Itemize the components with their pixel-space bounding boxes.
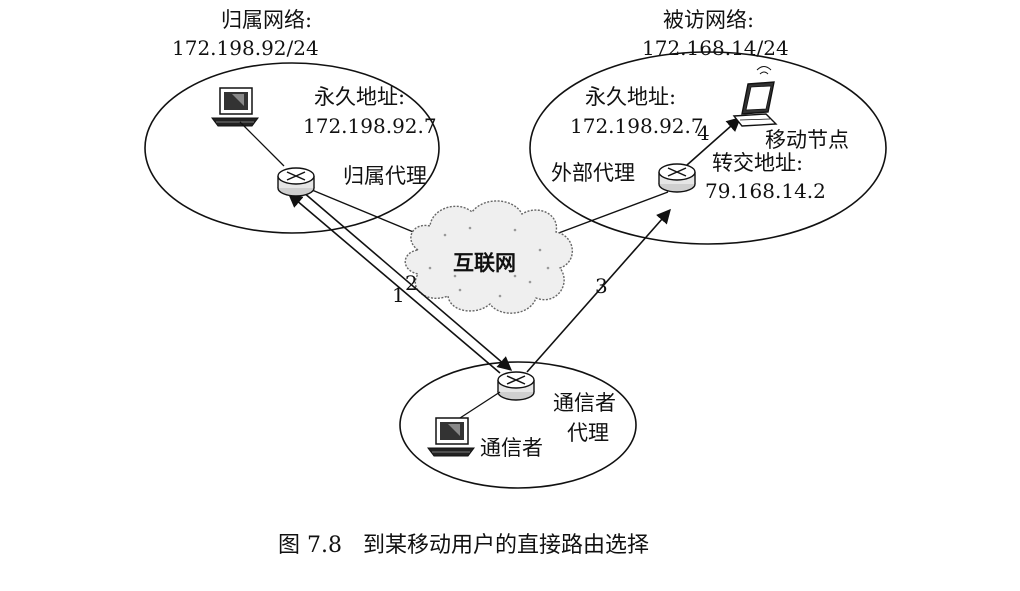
visited-network-subnet: 172.168.14/24 — [642, 36, 789, 60]
correspondent-host-label: 通信者 — [480, 436, 543, 460]
correspondent-host-desktop-icon — [428, 418, 474, 456]
step1-label: 1 — [392, 283, 405, 307]
visited-network-title: 被访网络: — [663, 8, 754, 32]
mobile-node-label: 移动节点 — [765, 128, 849, 152]
step4-label: 4 — [697, 121, 710, 145]
figure-caption: 图 7.8 到某移动用户的直接路由选择 — [278, 533, 649, 558]
home-permanent-address: 172.198.92.7 — [303, 114, 437, 138]
foreign-agent-router-icon — [659, 164, 695, 192]
home-agent-router-icon — [278, 168, 314, 196]
correspondent-host-link — [460, 392, 500, 418]
visited-permanent-address-label: 永久地址: — [585, 85, 676, 109]
correspondent-agent-label-line2: 代理 — [567, 421, 609, 445]
foreign-agent-label: 外部代理 — [551, 161, 635, 185]
correspondent-agent-label-line1: 通信者 — [553, 391, 616, 415]
step2-label: 2 — [405, 271, 418, 295]
correspondent-agent-router-icon — [498, 372, 534, 400]
home-permanent-address-label: 永久地址: — [314, 85, 405, 109]
home-network-subnet: 172.198.92/24 — [172, 36, 319, 60]
care-of-address: 79.168.14.2 — [705, 179, 826, 203]
home-network-title: 归属网络: — [221, 8, 312, 32]
step3-label: 3 — [595, 274, 608, 298]
home-host-link — [240, 122, 284, 166]
home-host-desktop-icon — [212, 88, 258, 126]
mobile-node-laptop-icon — [734, 67, 776, 127]
internet-label: 互联网 — [453, 250, 516, 275]
home-agent-label: 归属代理 — [343, 164, 427, 188]
care-of-address-label: 转交地址: — [712, 151, 803, 175]
visited-permanent-address: 172.198.92.7 — [570, 114, 704, 138]
